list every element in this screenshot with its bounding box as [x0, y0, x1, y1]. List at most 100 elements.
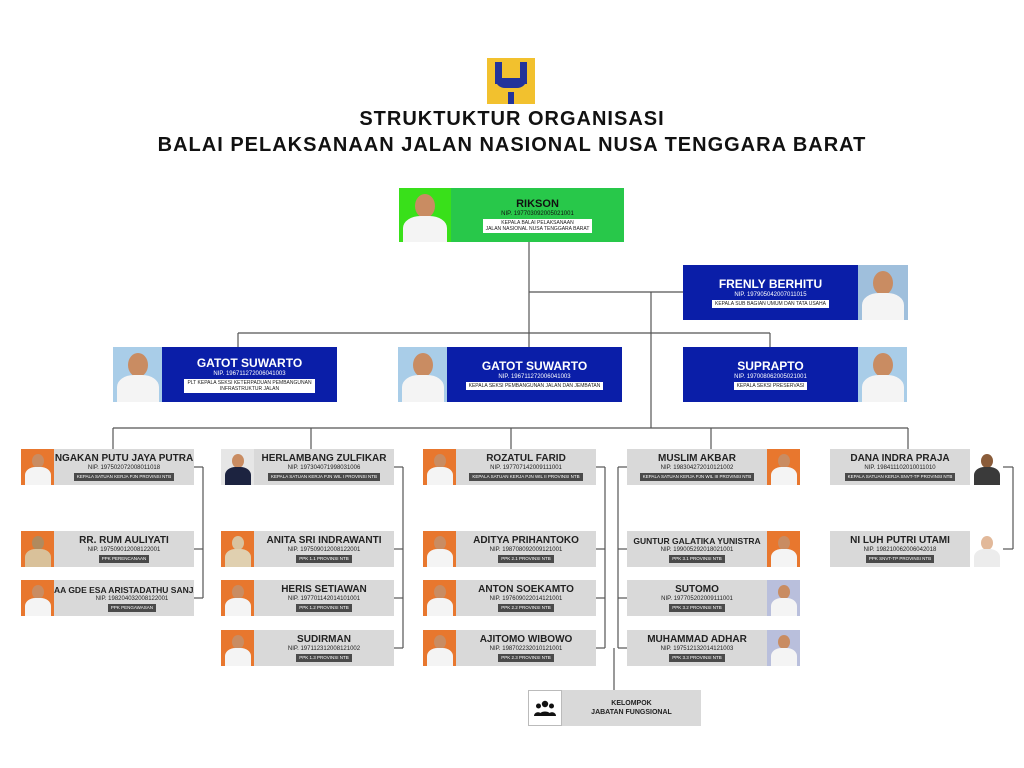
name: ANITA SRI INDRAWANTI [266, 535, 382, 546]
photo [970, 449, 1003, 485]
photo [767, 531, 800, 567]
name: DANA INDRA PRAJA [850, 453, 950, 464]
group-icon [534, 700, 556, 716]
photo [423, 531, 456, 567]
nip: NIP. 197707142009111001 [490, 465, 562, 471]
role: PLT KEPALA SEKSI KETERPADUAN PEMBANGUNAN… [184, 379, 315, 393]
card-jabatan-fungsional: KELOMPOK JABATAN FUNGSIONAL [528, 690, 701, 726]
name: NI LUH PUTRI UTAMI [850, 535, 950, 546]
role-line-2: JALAN NASIONAL NUSA TENGGARA BARAT [485, 225, 590, 232]
role: KEPALA SATUAN KERJA PJN WIL III PROVINSI… [639, 473, 755, 481]
role-line-2: INFRASTRUKTUR JALAN [219, 386, 280, 392]
role: KEPALA BALAI PELAKSANAAN JALAN NASIONAL … [482, 218, 593, 233]
card-ppk-1-2: HERIS SETIAWAN NIP. 197701142014101001 P… [221, 580, 394, 616]
name: HERLAMBANG ZULFIKAR [261, 453, 387, 464]
role: PPK SNVT-TP PROVINSI NTB [865, 555, 935, 563]
name: RR. RUM AULIYATI [79, 535, 169, 546]
role: PPK 1.2 PROVINSI NTB [296, 604, 352, 612]
nip: NIP. 196711272006041003 [498, 374, 571, 380]
card-satker-pjn-ntb: NGAKAN PUTU JAYA PUTRA NIP. 197502072008… [21, 449, 194, 485]
nip: NIP. 197705202009111001 [661, 596, 733, 602]
chart-title-line-2: BALAI PELAKSANAAN JALAN NASIONAL NUSA TE… [157, 134, 867, 156]
card-ppk-2-3: AJITOMO WIBOWO NIP. 198702232010121001 P… [423, 630, 596, 666]
role: KEPALA SATUAN KERJA SNVT-TP PROVINSI NTB [844, 473, 956, 481]
role: PPK 3.1 PROVINSI NTB [669, 554, 725, 563]
card-seksi-keterpaduan: GATOT SUWARTO NIP. 196711272006041003 PL… [113, 347, 337, 402]
role: KEPALA SEKSI PEMBANGUNAN JALAN DAN JEMBA… [465, 382, 604, 390]
nip: NIP. 199005292018021001 [660, 546, 734, 553]
role: KEPALA SATUAN KERJA PJN PROVINSI NTB [73, 473, 175, 481]
nip: NIP. 198411102010011010 [864, 465, 936, 471]
photo [423, 580, 456, 616]
nip: NIP. 197609022014121001 [489, 596, 563, 602]
card-ppk-3-1: GUNTUR GALATIKA YUNISTRA NIP. 1990052920… [627, 531, 800, 567]
card-satker-pjn-wil-1: HERLAMBANG ZULFIKAR NIP. 197304071998031… [221, 449, 394, 485]
name: HERIS SETIAWAN [281, 584, 367, 595]
role: KEPALA SATUAN KERJA PJN WIL II PROVINSI … [469, 473, 583, 481]
nip: NIP. 196711272006041003 [213, 371, 286, 377]
card-ppk-3-2: SUTOMO NIP. 197705202009111001 PPK 3.2 P… [627, 580, 800, 616]
name: RIKSON [516, 197, 559, 210]
nip: NIP. 197512132014121003 [660, 646, 734, 652]
nip: NIP. 197304071998031006 [287, 465, 361, 471]
role: PPK 2.2 PROVINSI NTB [498, 604, 554, 612]
name: GATOT SUWARTO [481, 359, 588, 373]
role: PPK PENGAWASAN [107, 603, 157, 612]
pu-logo [487, 58, 535, 104]
nip: NIP. 198304272010121002 [660, 465, 734, 471]
card-satker-pjn-wil-2: ROZATUL FARID NIP. 197707142009111001 KE… [423, 449, 596, 485]
role: PPK 2.1 PROVINSI NTB [498, 555, 554, 563]
fungsional-label-1: KELOMPOK [611, 700, 652, 707]
role-line-1: KEPALA BALAI PELAKSANAAN [501, 219, 574, 226]
photo [970, 531, 1003, 567]
name: AJITOMO WIBOWO [479, 634, 573, 645]
photo-gatot-1 [113, 347, 162, 402]
card-ppk-snvt-tp: NI LUH PUTRI UTAMI NIP. 1982100620060420… [830, 531, 1003, 567]
card-seksi-preservasi: SUPRAPTO NIP. 197008062005021001 KEPALA … [683, 347, 907, 402]
nip: NIP. 197008062005021001 [734, 374, 807, 380]
name: AA GDE ESA ARISTADATHU SANJAYA [54, 584, 194, 595]
nip: NIP. 197905042007011015 [734, 292, 807, 298]
nip: NIP. 198708092009121001 [489, 547, 563, 553]
name: SUTOMO [675, 584, 719, 595]
photo [221, 580, 254, 616]
name: SUDIRMAN [297, 634, 351, 645]
nip: NIP. 197701142014101001 [287, 596, 361, 602]
card-ppk-perencanaan: RR. RUM AULIYATI NIP. 197509012008122001… [21, 531, 194, 567]
name: MUHAMMAD ADHAR [647, 634, 747, 645]
name: SUPRAPTO [737, 359, 804, 373]
card-seksi-pembangunan: GATOT SUWARTO NIP. 196711272006041003 KE… [398, 347, 622, 402]
role: PPK 2.3 PROVINSI NTB [498, 654, 554, 662]
photo [423, 449, 456, 485]
role: KEPALA SUB BAGIAN UMUM DAN TATA USAHA [712, 300, 829, 308]
role-line-1: PLT KEPALA SEKSI KETERPADUAN PEMBANGUNAN [187, 380, 312, 386]
photo-suprapto [858, 347, 907, 402]
card-satker-pjn-wil-3: MUSLIM AKBAR NIP. 198304272010121002 KEP… [627, 449, 800, 485]
nip: NIP. 197112312008121002 [287, 646, 361, 652]
photo [21, 580, 54, 616]
card-ppk-2-1: ADITYA PRIHANTOKO NIP. 19870809200912100… [423, 531, 596, 567]
role: KEPALA SEKSI PRESERVASI [733, 382, 808, 390]
card-ppk-pengawasan: AA GDE ESA ARISTADATHU SANJAYA NIP. 1982… [21, 580, 194, 616]
photo [21, 449, 54, 485]
nip: NIP. 197509012008122001 [287, 547, 361, 553]
nip: NIP. 197502072008011018 [87, 465, 161, 471]
nip: NIP. 198210062006042018 [863, 547, 937, 553]
name: ROZATUL FARID [486, 453, 566, 464]
photo [423, 630, 456, 666]
role: PPK 1.3 PROVINSI NTB [296, 654, 352, 662]
card-kepala-balai: RIKSON NIP. 197703092005021001 KEPALA BA… [399, 188, 624, 242]
photo-rikson [399, 188, 451, 242]
name: GUNTUR GALATIKA YUNISTRA [633, 535, 761, 546]
nip: NIP. 198204032008122001 [95, 595, 169, 602]
card-ppk-1-1: ANITA SRI INDRAWANTI NIP. 19750901200812… [221, 531, 394, 567]
nip: NIP. 197703092005021001 [501, 210, 574, 217]
photo-frenly [858, 265, 908, 320]
nip: NIP. 197509012008122001 [87, 547, 161, 553]
role: PPK PERENCANAAN [98, 555, 150, 563]
photo [767, 630, 800, 666]
photo [767, 449, 800, 485]
role: PPK 1.1 PROVINSI NTB [296, 555, 352, 563]
name: GATOT SUWARTO [196, 356, 303, 370]
